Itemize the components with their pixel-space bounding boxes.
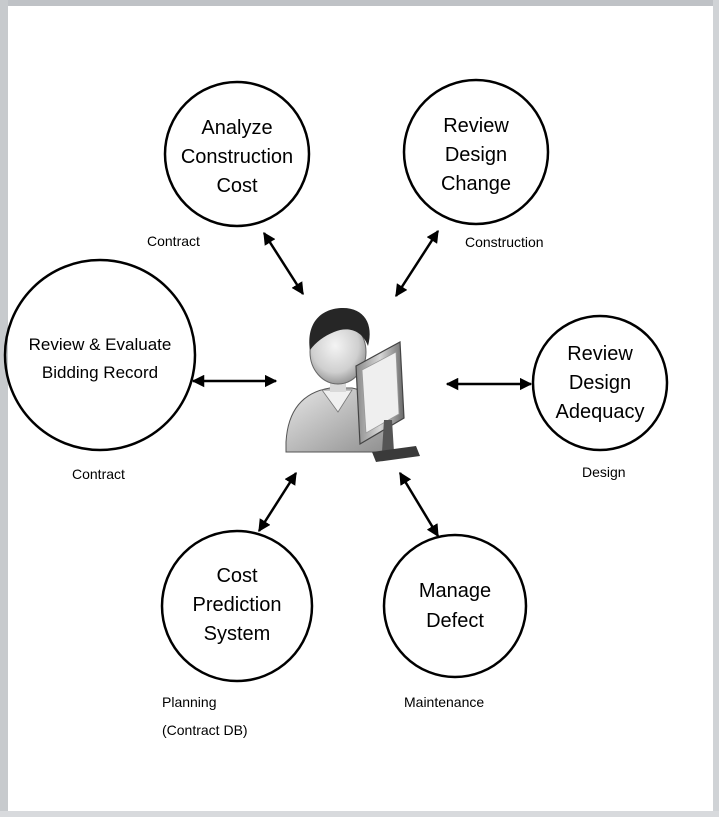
area-label: Contract (72, 466, 125, 482)
task-node-manage-defect: Manage Defect (382, 533, 528, 679)
task-line: Change (441, 173, 511, 195)
area-label: Construction (465, 234, 544, 250)
task-line: Design (445, 144, 507, 166)
area-label: Design (582, 464, 626, 480)
task-line: Bidding Record (42, 363, 158, 382)
task-node-review-design-adequacy: Review Design Adequacy (531, 314, 669, 452)
area-label: Maintenance (404, 694, 484, 710)
frame-edge-right (713, 0, 719, 817)
task-line: Review (567, 343, 633, 365)
frame-edge-left (0, 0, 8, 817)
arrow-review-design-change (394, 229, 440, 298)
frame-edge-top (0, 0, 719, 6)
task-line: Design (569, 372, 631, 394)
task-line: Review (443, 115, 509, 137)
task-node-review-design-change: Review Design Change (402, 78, 550, 226)
task-line: Analyze (201, 117, 272, 139)
task-line: System (204, 623, 271, 645)
arrow-cost-prediction (257, 471, 298, 533)
task-line: Adequacy (556, 401, 645, 423)
area-label: (Contract DB) (162, 722, 248, 738)
task-line: Cost (216, 565, 258, 587)
task-line: Construction (181, 146, 293, 168)
user-at-computer-icon (285, 308, 420, 462)
area-label: Planning (162, 694, 217, 710)
task-node-review-bidding: Review & Evaluate Bidding Record (3, 258, 197, 452)
area-label: Contract (147, 233, 200, 249)
arrow-analyze-cost (262, 231, 305, 296)
arrow-manage-defect (398, 471, 440, 538)
frame-edge-bottom (0, 811, 719, 817)
task-node-cost-prediction: Cost Prediction System (160, 529, 314, 683)
task-line: Manage (419, 580, 491, 602)
task-node-analyze-cost: Analyze Construction Cost (163, 80, 311, 228)
task-line: Defect (426, 610, 484, 632)
task-line: Cost (216, 175, 258, 197)
task-line: Prediction (193, 594, 282, 616)
task-line: Review & Evaluate (29, 335, 172, 354)
